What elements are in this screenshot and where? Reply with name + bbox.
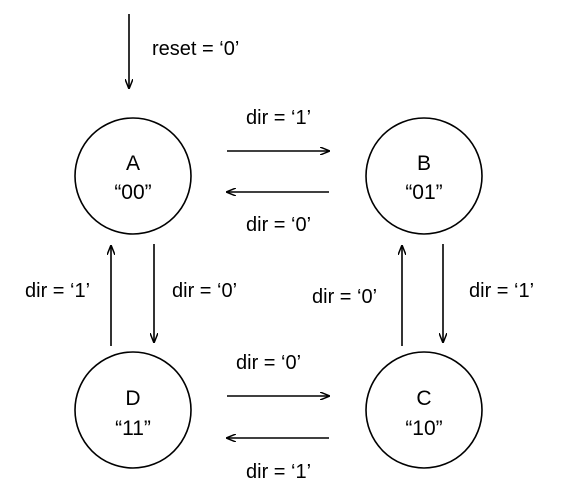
state-c-circle: [365, 351, 483, 469]
state-d: D “11”: [74, 351, 192, 469]
state-b: B “01”: [365, 117, 483, 235]
state-d-circle: [74, 351, 192, 469]
label-a-to-d: dir = ‘0’: [172, 280, 237, 302]
state-a-code: “00”: [114, 181, 151, 204]
label-b-to-a: dir = ‘0’: [246, 214, 311, 236]
label-c-to-d: dir = ‘1’: [246, 461, 311, 483]
state-a-circle: [74, 117, 192, 235]
state-d-name: D: [125, 387, 140, 410]
state-b-code: “01”: [405, 181, 442, 204]
label-c-to-b: dir = ‘0’: [312, 286, 377, 308]
state-c-code: “10”: [405, 417, 442, 440]
label-d-to-c: dir = ‘0’: [236, 352, 301, 374]
state-b-circle: [365, 117, 483, 235]
state-a-name: A: [126, 152, 140, 175]
state-c: C “10”: [365, 351, 483, 469]
label-b-to-c: dir = ‘1’: [469, 280, 534, 302]
state-a: A “00”: [74, 117, 192, 235]
state-b-name: B: [417, 152, 431, 175]
state-c-name: C: [416, 387, 431, 410]
label-a-to-b: dir = ‘1’: [246, 107, 311, 129]
state-d-code: “11”: [115, 417, 151, 440]
reset-label: reset = ‘0’: [152, 38, 239, 60]
label-d-to-a: dir = ‘1’: [25, 280, 90, 302]
